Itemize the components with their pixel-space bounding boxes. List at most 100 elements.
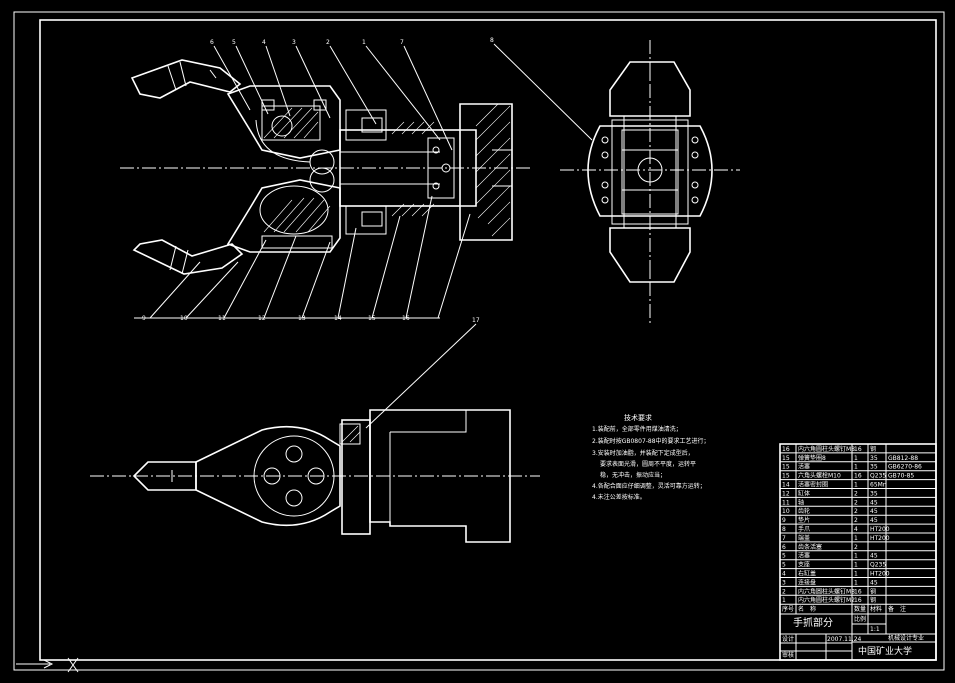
bom-cell-qty: 16 bbox=[854, 588, 862, 595]
bom-cell-no: 12 bbox=[782, 490, 790, 497]
designer-label: 设计 bbox=[782, 635, 794, 643]
leader-label: 10 bbox=[180, 315, 188, 322]
bom-cell-mat: HT200 bbox=[870, 526, 890, 533]
tech-req-line: 4.未注公差按标准。 bbox=[592, 493, 646, 501]
bom-cell-name: 内六角圆柱头螺钉M8 bbox=[798, 587, 855, 595]
bom-cell-qty: 数量 bbox=[854, 605, 866, 613]
bom-cell-name: 缸体 bbox=[798, 489, 810, 497]
bom-cell-mat: 钢 bbox=[870, 445, 876, 453]
bom-cell-mat: 材料 bbox=[870, 605, 882, 613]
tech-req-line: 要求表面光滑，圆周不平度，运转平 bbox=[600, 460, 696, 468]
scale-label: 比例 bbox=[854, 615, 866, 623]
tech-req-line: 3.安装时加油脂，并装配下定成型后， bbox=[592, 449, 694, 457]
bom-cell-no: 11 bbox=[782, 499, 790, 506]
sheet-border-inner bbox=[39, 19, 937, 661]
bom-cell-name: 右缸盖 bbox=[798, 570, 816, 578]
bom-cell-name: 活塞 bbox=[798, 463, 810, 471]
bom-cell-no: 15 bbox=[782, 464, 790, 471]
leader-label: 15 bbox=[368, 315, 376, 322]
bom-cell-mat: 45 bbox=[870, 579, 878, 586]
bom-cell-std: GB812-88 bbox=[888, 455, 918, 462]
bom-cell-name: 齿轮 bbox=[798, 507, 810, 515]
bom-cell-qty: 2 bbox=[854, 499, 858, 506]
bom-cell-qty: 2 bbox=[854, 508, 858, 515]
leader-label: 5 bbox=[232, 39, 236, 46]
bom-cell-name: 端盖 bbox=[798, 534, 810, 542]
bom-cell-qty: 2 bbox=[854, 544, 858, 551]
leader-lines-bottom bbox=[134, 195, 477, 429]
bom-cell-qty: 1 bbox=[854, 482, 858, 489]
leader-label: 13 bbox=[298, 315, 306, 322]
bom-cell-qty: 2 bbox=[854, 490, 858, 497]
bom-cell-qty: 16 bbox=[854, 473, 862, 480]
leader-label: 1 bbox=[362, 39, 366, 46]
bom-cell-std: GB70-85 bbox=[888, 473, 914, 480]
bom-cell-name: 齿条活塞 bbox=[798, 543, 822, 551]
bom-cell-name: 支座 bbox=[798, 561, 810, 569]
bom-cell-qty: 16 bbox=[854, 597, 862, 604]
leader-label: 7 bbox=[400, 39, 404, 46]
bom-cell-qty: 2 bbox=[854, 517, 858, 524]
bom-cell-no: 10 bbox=[782, 508, 790, 515]
tech-req-title: 技术要求 bbox=[624, 413, 652, 422]
leader-lines-top bbox=[213, 43, 593, 151]
bom-cell-mat: 35 bbox=[870, 490, 878, 497]
sheet-border-outer bbox=[13, 11, 945, 671]
tech-req-line: 2.装配时按GB0807-88中的要求工艺进行； bbox=[592, 437, 710, 445]
gripper-top-view bbox=[90, 409, 540, 543]
bom-cell-mat: 45 bbox=[870, 499, 878, 506]
bom-cell-no: 14 bbox=[782, 482, 790, 489]
bom-cell-no: 序号 bbox=[782, 605, 794, 613]
bom-cell-qty: 16 bbox=[854, 446, 862, 453]
leader-numbers-top: 6 5 4 3 2 1 7 8 bbox=[210, 37, 494, 46]
bom-cell-name: 六角头螺栓M10 bbox=[798, 472, 841, 480]
bom-cell-no: 5 bbox=[782, 562, 786, 569]
bom-cell-no: 15 bbox=[782, 473, 790, 480]
sheet-note: 机械设计专业 bbox=[888, 634, 924, 642]
bom-cell-mat: 钢 bbox=[870, 587, 876, 595]
bom-cell-mat: 35 bbox=[870, 464, 878, 471]
leader-label: 2 bbox=[326, 39, 330, 46]
bom-cell-mat: HT200 bbox=[870, 571, 890, 578]
gripper-side-view bbox=[560, 40, 740, 324]
leader-label: 11 bbox=[218, 315, 226, 322]
bom-cell-no: 8 bbox=[782, 526, 786, 533]
bom-cell-no: 1 bbox=[782, 597, 786, 604]
bom-cell-qty: 1 bbox=[854, 579, 858, 586]
bom-cell-qty: 1 bbox=[854, 553, 858, 560]
ucs-icon bbox=[16, 657, 79, 673]
bom-cell-qty: 1 bbox=[854, 455, 858, 462]
technical-requirements: 技术要求 1.装配前，全部零件用煤油清洗； 2.装配时按GB0807-88中的要… bbox=[592, 413, 710, 501]
bom-cell-no: 5 bbox=[782, 553, 786, 560]
leader-label: 8 bbox=[490, 37, 494, 44]
bom-cell-mat: HT200 bbox=[870, 535, 890, 542]
bom-cell-qty: 1 bbox=[854, 464, 858, 471]
bom-cell-name: 弹簧垫圈8 bbox=[798, 454, 826, 462]
bom-cell-name: 活塞 bbox=[798, 552, 810, 560]
leader-label: 14 bbox=[334, 315, 342, 322]
title-block: 手抓部分 比例 1:1 机械设计专业 设计 2007.11.24 审核 中国矿业… bbox=[780, 613, 936, 660]
bom-cell-no: 6 bbox=[782, 544, 786, 551]
scale-value: 1:1 bbox=[870, 626, 880, 633]
bom-cell-mat: 65Mn bbox=[870, 482, 887, 489]
bom-cell-name: 手爪 bbox=[798, 525, 810, 533]
gripper-section-view bbox=[120, 43, 593, 429]
bom-cell-qty: 1 bbox=[854, 562, 858, 569]
bom-cell-name: 名 称 bbox=[798, 605, 816, 613]
leader-label: 12 bbox=[258, 315, 266, 322]
bom-cell-std: 备 注 bbox=[888, 605, 906, 613]
bom-cell-qty: 4 bbox=[854, 526, 858, 533]
bom-cell-std: GB6270-86 bbox=[888, 464, 922, 471]
design-date: 2007.11.24 bbox=[827, 636, 862, 643]
leader-label: 9 bbox=[142, 315, 146, 322]
bom-cell-qty: 1 bbox=[854, 571, 858, 578]
bom-cell-no: 2 bbox=[782, 588, 786, 595]
bom-cell-mat: 45 bbox=[870, 508, 878, 515]
bom-cell-name: 活塞密封圈 bbox=[798, 481, 828, 489]
bom-cell-name: 轴 bbox=[798, 498, 804, 506]
bom-cell-mat: 35 bbox=[870, 455, 878, 462]
bom-cell-qty: 1 bbox=[854, 535, 858, 542]
tech-req-line: 1.装配前，全部零件用煤油清洗； bbox=[592, 425, 682, 433]
